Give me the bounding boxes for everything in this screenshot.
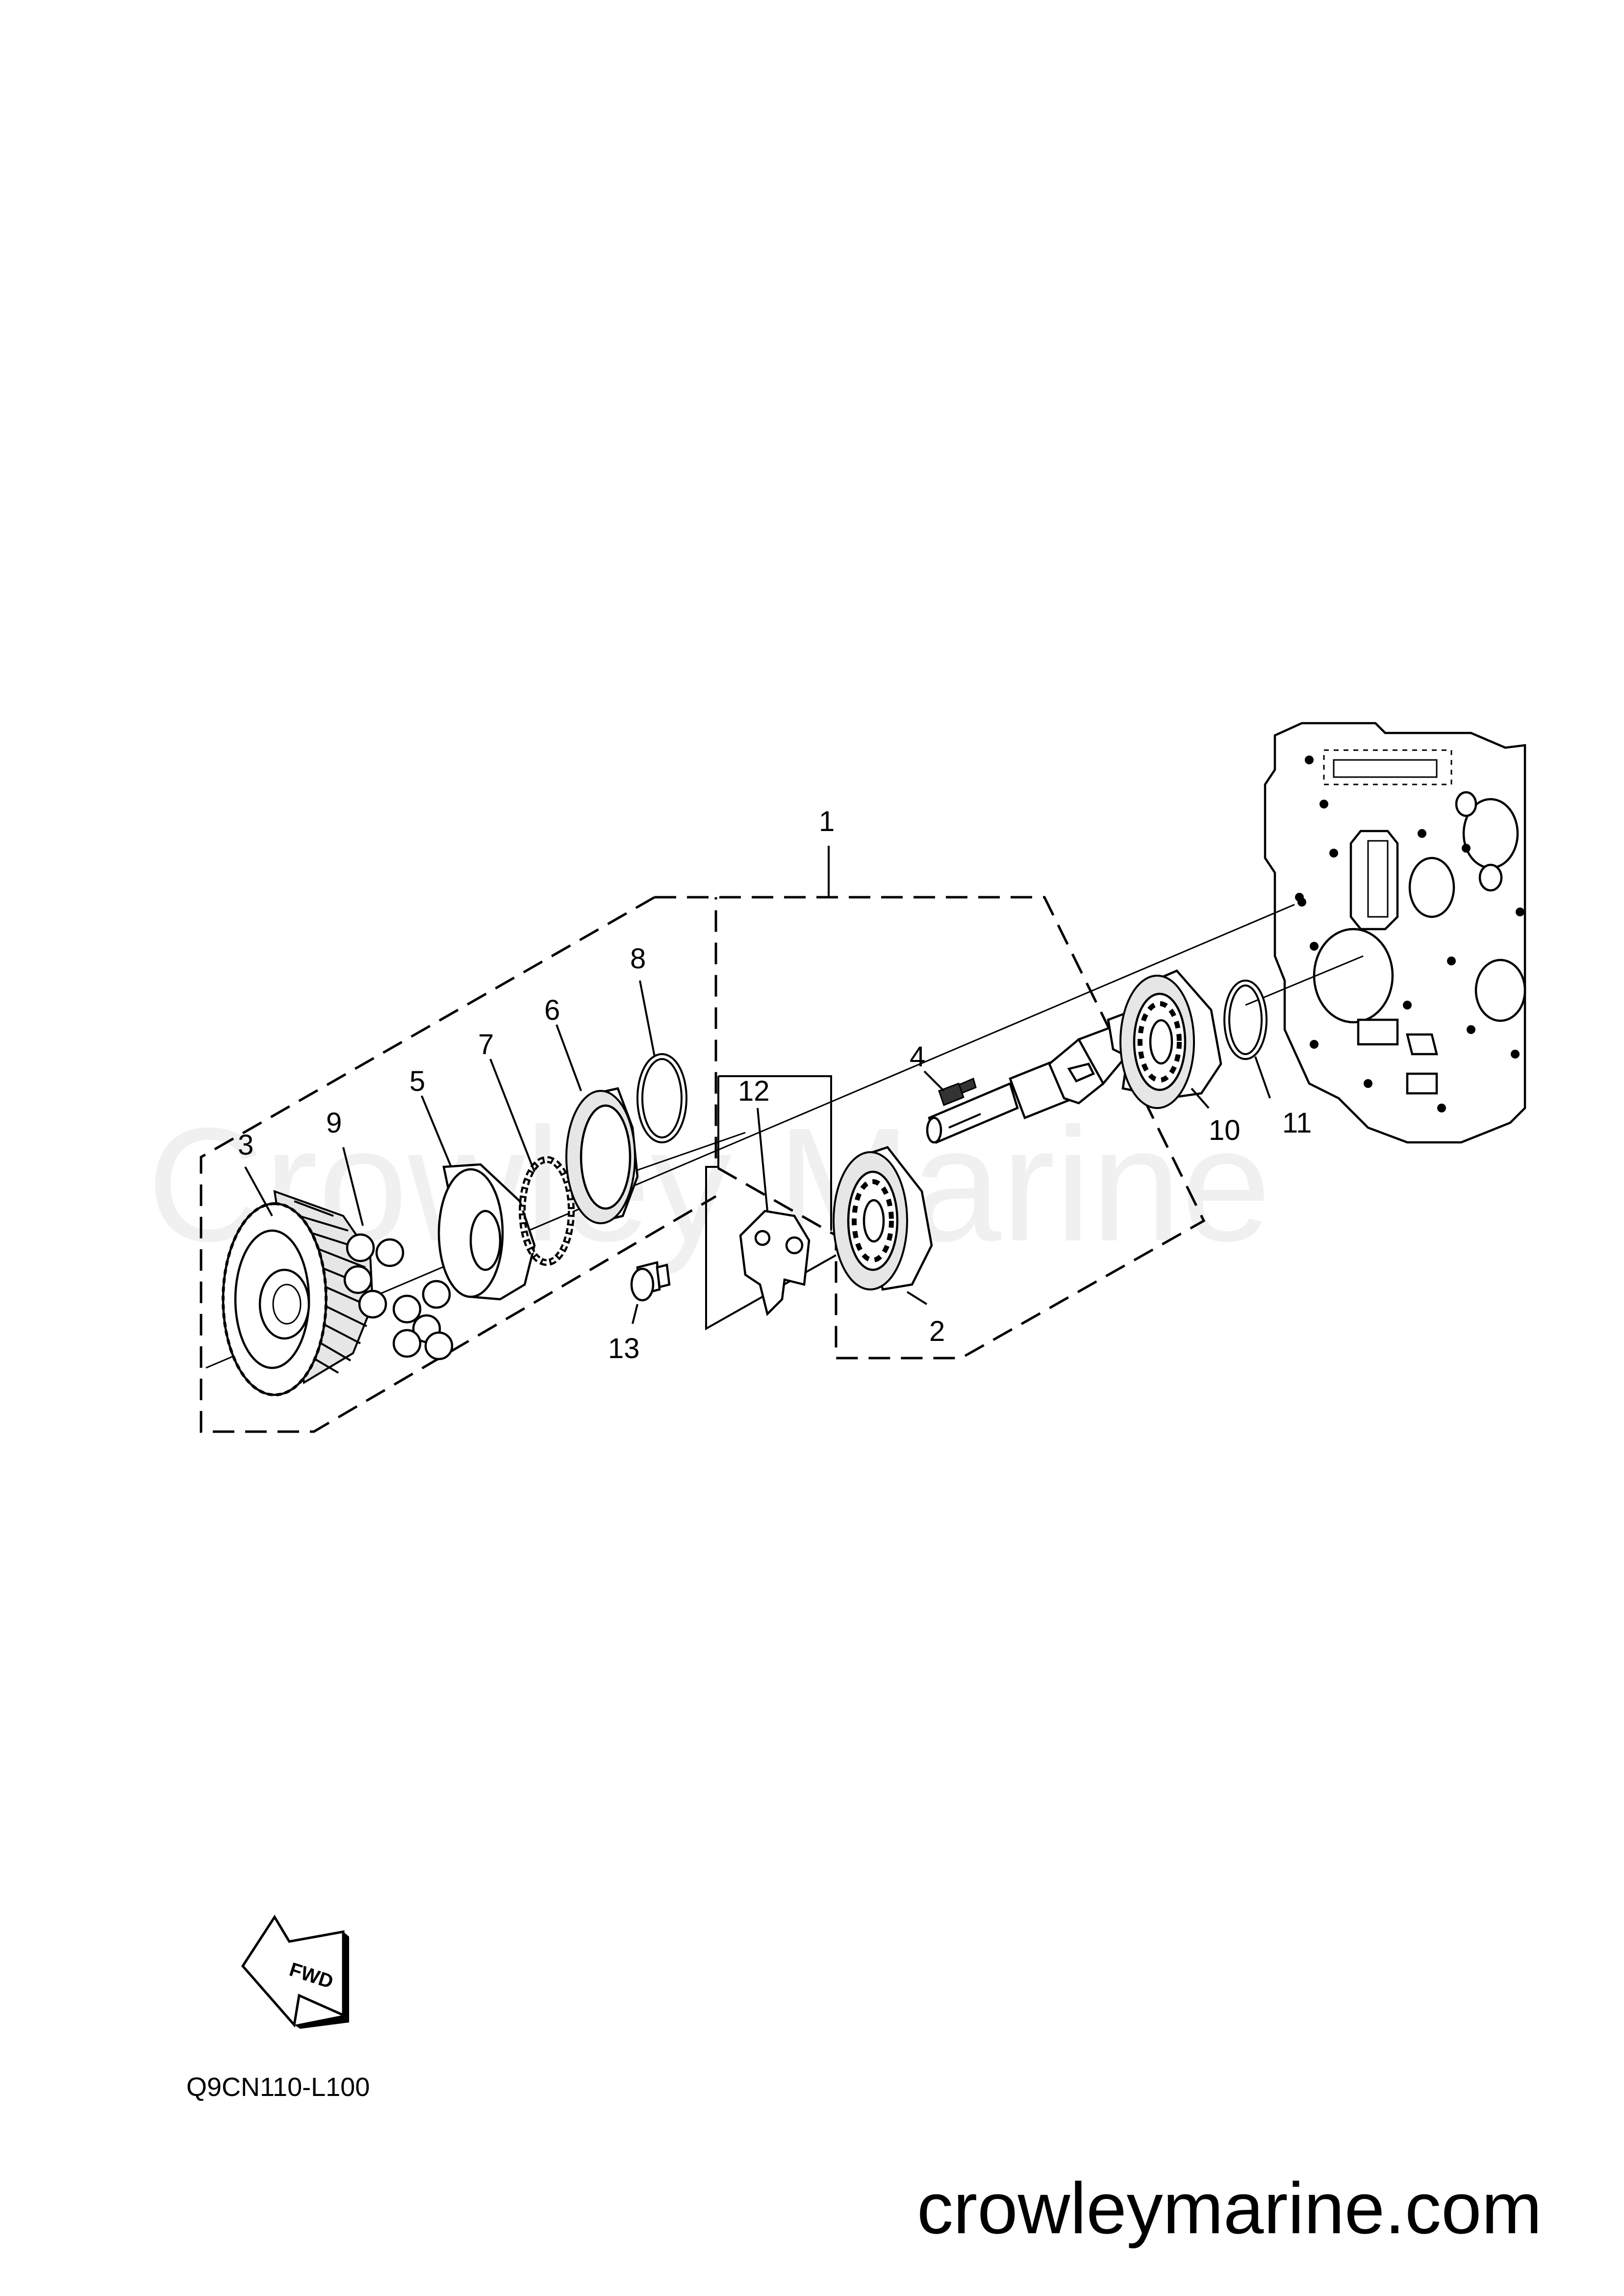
- ball-bearing-rear: [1119, 969, 1222, 1109]
- callout-10: 10: [1209, 1114, 1241, 1146]
- engine-block: [1264, 722, 1526, 1144]
- callout-3: 3: [238, 1129, 254, 1161]
- callout-7: 7: [478, 1029, 494, 1060]
- callout-8: 8: [630, 943, 646, 975]
- fwd-arrow-icon: FWD: [241, 1915, 349, 2029]
- steel-balls: [343, 1233, 454, 1361]
- site-url[interactable]: crowleymarine.com: [917, 2168, 1542, 2249]
- callout-12: 12: [738, 1075, 770, 1107]
- assembly-outline: [200, 896, 1206, 1433]
- diagram-code: Q9CN110-L100: [186, 2072, 370, 2102]
- circlip: [636, 1053, 687, 1143]
- callout-leaders: [244, 980, 1271, 1324]
- callout-9: 9: [326, 1107, 342, 1139]
- cover-piece: [739, 1210, 811, 1316]
- callout-4: 4: [910, 1041, 925, 1073]
- callout-6: 6: [544, 994, 560, 1026]
- plate-washer: [437, 1163, 536, 1301]
- plug-bolt: [630, 1261, 671, 1302]
- ball-retainer: [519, 1156, 575, 1266]
- callout-1: 1: [819, 806, 835, 837]
- shaft-centerline: [205, 904, 1364, 1369]
- ball-bearing-front: [833, 1146, 933, 1291]
- bracket-outline: [705, 1075, 837, 1331]
- callout-11: 11: [1282, 1107, 1312, 1139]
- callout-2: 2: [929, 1315, 945, 1347]
- driven-gear: [222, 1189, 374, 1397]
- callout-5: 5: [409, 1065, 425, 1097]
- snap-ring: [1223, 980, 1268, 1060]
- callout-numbers: 1 2 3 4 5 6 7 8 9 10 11 12 13: [238, 806, 1312, 1364]
- callout-13: 13: [608, 1333, 640, 1364]
- thrust-seal: [565, 1087, 639, 1224]
- woodruff-key: [938, 1083, 964, 1106]
